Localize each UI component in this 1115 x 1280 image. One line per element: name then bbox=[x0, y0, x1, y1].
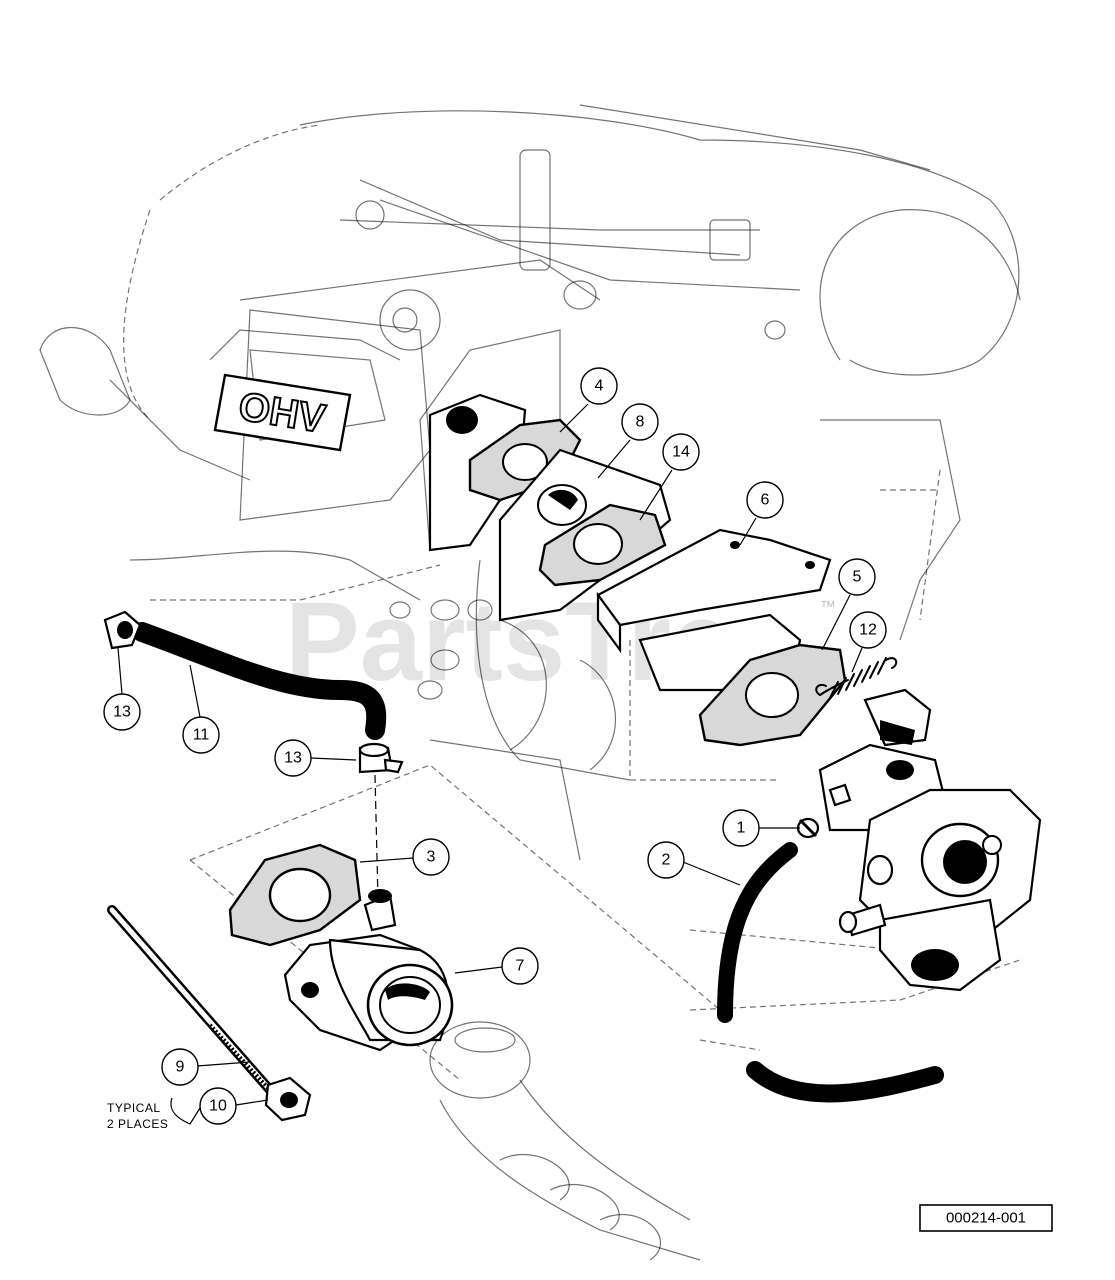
callout-11-label: 11 bbox=[193, 727, 210, 744]
callout-14: 14 bbox=[639, 433, 700, 521]
callout-5-label: 5 bbox=[853, 569, 862, 586]
callout-4-label: 4 bbox=[595, 378, 604, 395]
typical-note: TYPICAL 2 PLACES bbox=[107, 1097, 201, 1131]
callout-10-label: 10 bbox=[209, 1098, 227, 1115]
ohv-badge: OHV bbox=[213, 373, 352, 452]
part-11-vent-hose bbox=[132, 622, 387, 740]
callout-12-label: 12 bbox=[859, 622, 877, 639]
callout-7-label: 7 bbox=[516, 958, 525, 975]
part-14-gasket bbox=[538, 503, 667, 587]
callout-13-lower-label: 13 bbox=[284, 750, 302, 767]
callout-5: 5 bbox=[821, 558, 876, 651]
callout-3: 3 bbox=[359, 838, 450, 876]
part-7-intake-elbow bbox=[283, 889, 454, 1052]
callout-8-label: 8 bbox=[636, 414, 645, 431]
callout-6-label: 6 bbox=[761, 492, 770, 509]
part-13-clamp-left bbox=[103, 610, 142, 650]
part-12-spring bbox=[815, 657, 898, 699]
part-1-clamp bbox=[796, 817, 820, 839]
diagram-reference-text: 000214-001 bbox=[946, 1210, 1026, 1227]
callout-7: 7 bbox=[454, 947, 539, 985]
part-5-carb-gasket bbox=[698, 643, 847, 747]
carburetor-assembly bbox=[818, 688, 1042, 992]
callout-13-lower: 13 bbox=[274, 739, 357, 777]
callout-10: 10 bbox=[199, 1087, 269, 1125]
part-9-bolt bbox=[107, 905, 275, 1095]
typical-note-line2: 2 PLACES bbox=[107, 1117, 168, 1131]
callout-8: 8 bbox=[597, 403, 659, 479]
part-3-gasket bbox=[228, 843, 362, 947]
watermark-trademark: ™ bbox=[820, 599, 836, 616]
engine-ghost-outline bbox=[39, 104, 1021, 1261]
callout-1: 1 bbox=[722, 809, 800, 847]
callout-1-label: 1 bbox=[737, 820, 746, 837]
typical-note-line1: TYPICAL bbox=[107, 1101, 161, 1115]
diagram-reference: 000214-001 bbox=[919, 1204, 1053, 1232]
callout-2-label: 2 bbox=[662, 852, 671, 869]
callout-9: 9 bbox=[161, 1048, 251, 1086]
callout-12: 12 bbox=[849, 611, 887, 673]
callout-11: 11 bbox=[182, 664, 220, 754]
callout-3-label: 3 bbox=[427, 849, 436, 866]
part-10-nut bbox=[264, 1076, 312, 1122]
callout-14-label: 14 bbox=[672, 444, 690, 461]
part-2-fuel-hose bbox=[717, 842, 944, 1103]
callout-9-label: 9 bbox=[176, 1059, 185, 1076]
callout-13-left-label: 13 bbox=[113, 704, 131, 721]
callout-2: 2 bbox=[647, 841, 741, 886]
callout-4: 4 bbox=[559, 367, 618, 433]
callout-6: 6 bbox=[739, 481, 784, 546]
callout-13-left: 13 bbox=[103, 647, 141, 731]
part-13-clamp-lower bbox=[358, 742, 404, 774]
